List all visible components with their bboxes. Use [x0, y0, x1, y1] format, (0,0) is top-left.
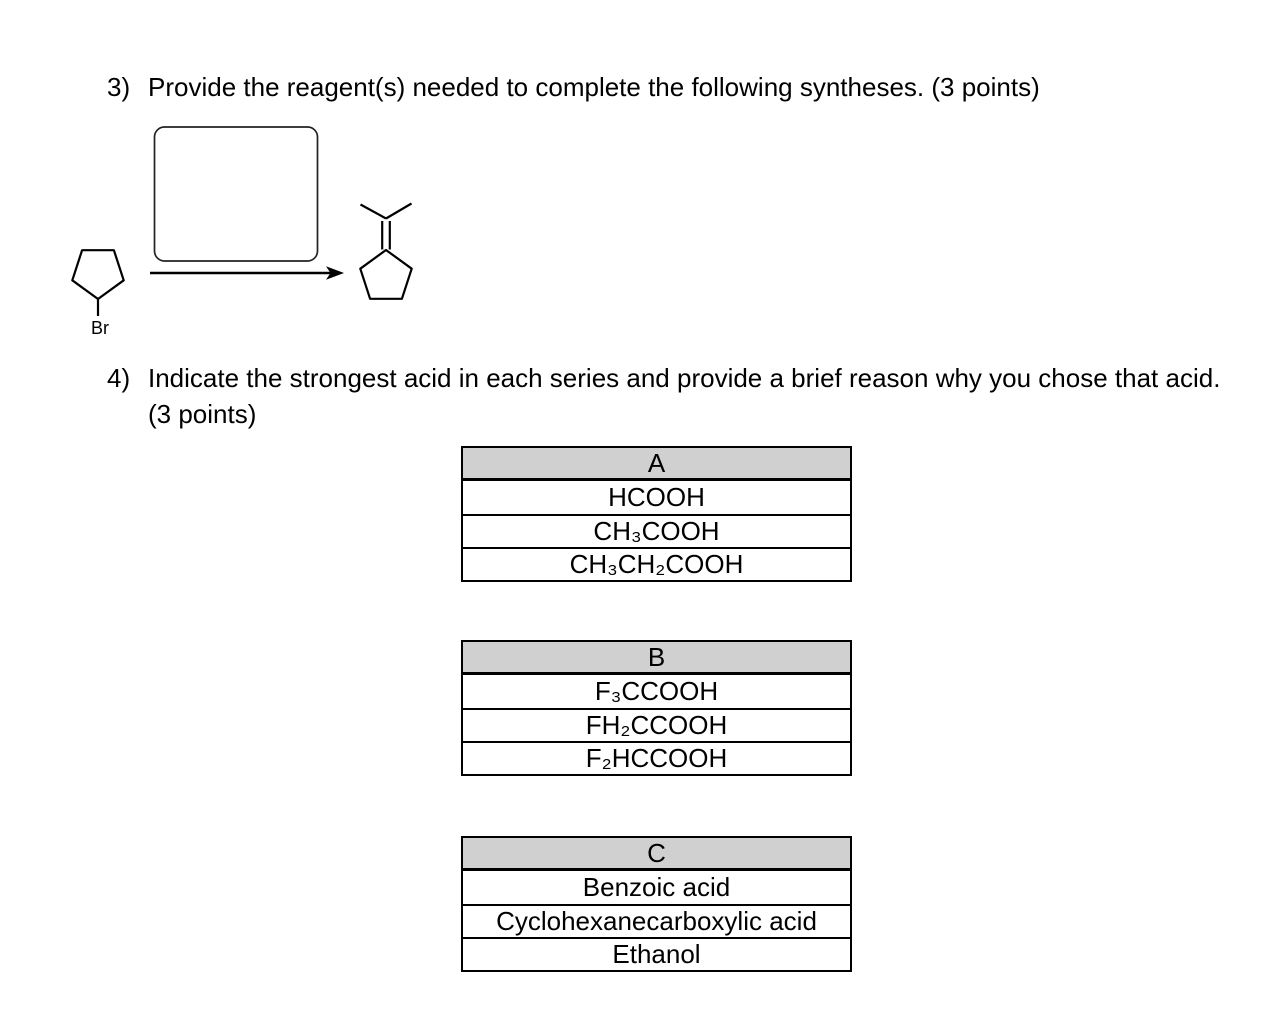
question-4-number: 4): [107, 363, 131, 393]
table-cell: F₂HCCOOH: [463, 741, 850, 774]
reaction-arrow: [150, 266, 344, 280]
question-4-points: (3 points): [148, 399, 257, 429]
table-a-header: A: [463, 448, 850, 481]
question-3: 3) Provide the reagent(s) needed to comp…: [107, 69, 1227, 105]
question-3-text: Provide the reagent(s) needed to complet…: [148, 72, 1040, 102]
br-label: Br: [91, 318, 109, 338]
question-3-number: 3): [107, 72, 131, 102]
reagent-answer-box: [153, 126, 319, 262]
bromocyclopentane-structure: [71, 249, 125, 316]
question-4-text: Indicate the strongest acid in each seri…: [148, 363, 1221, 393]
table-c-header: C: [463, 838, 850, 871]
acid-table-a: A HCOOH CH₃COOH CH₃CH₂COOH: [461, 446, 852, 582]
synthesis-scheme-figure: Br: [71, 126, 413, 338]
table-cell: FH₂CCOOH: [463, 708, 850, 741]
acid-table-b: B F₃CCOOH FH₂CCOOH F₂HCCOOH: [461, 640, 852, 776]
table-cell: Ethanol: [463, 937, 850, 970]
table-cell: CH₃CH₂COOH: [463, 547, 850, 580]
question-4: 4) Indicate the strongest acid in each s…: [107, 360, 1267, 432]
table-cell: Benzoic acid: [463, 871, 850, 904]
table-b-header: B: [463, 642, 850, 675]
table-cell: F₃CCOOH: [463, 675, 850, 708]
table-cell: Cyclohexanecarboxylic acid: [463, 904, 850, 937]
table-cell: HCOOH: [463, 481, 850, 514]
acid-table-c: C Benzoic acid Cyclohexanecarboxylic aci…: [461, 836, 852, 972]
table-cell: CH₃COOH: [463, 514, 850, 547]
isopropylidenecyclopentane-structure: [359, 202, 413, 300]
